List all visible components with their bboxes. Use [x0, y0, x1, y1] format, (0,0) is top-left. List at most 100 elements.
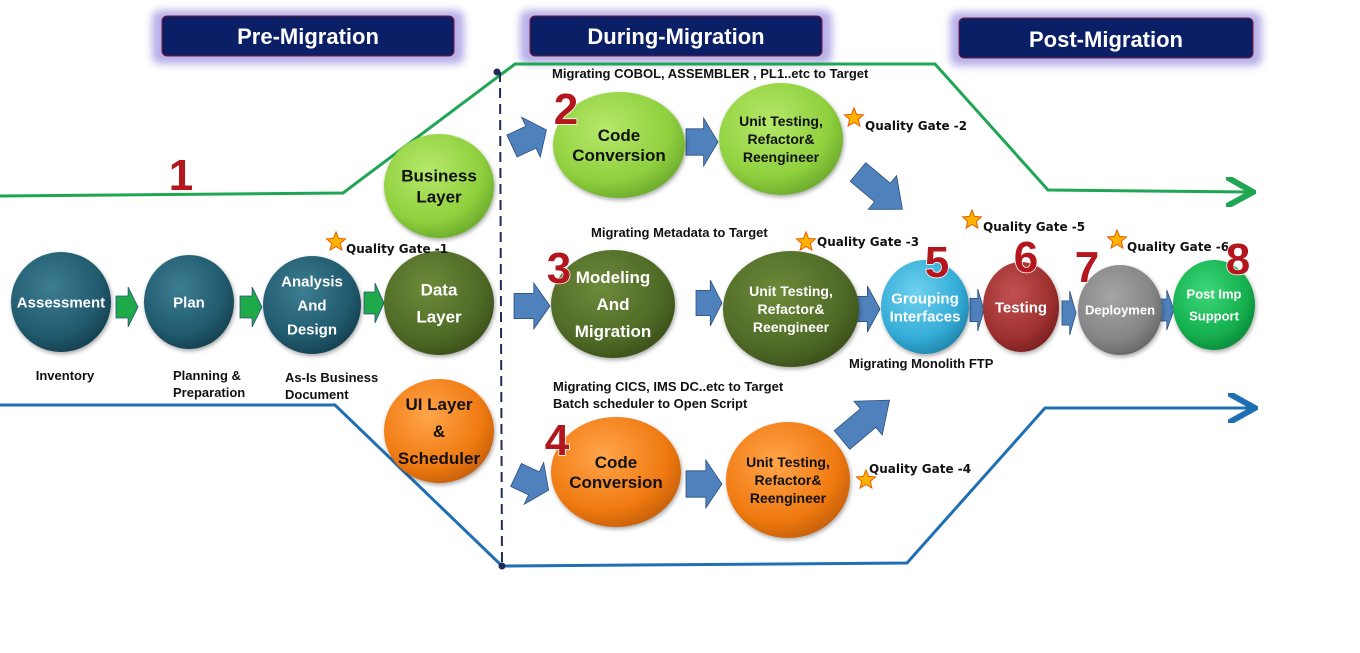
- node-label: Layer: [416, 187, 462, 206]
- quality-gate-3: Quality Gate -3: [795, 230, 919, 252]
- step-number-6: 6: [1014, 233, 1038, 282]
- phase-title: During-Migration: [587, 24, 764, 49]
- node-label: UI Layer: [405, 395, 472, 414]
- arrow-analysis-to-data: [363, 282, 385, 324]
- phase-title: Pre-Migration: [237, 24, 379, 49]
- quality-gate-4: Quality Gate -4: [855, 462, 971, 490]
- arrow-to-code-conversion-1: [506, 116, 547, 159]
- node-label: Conversion: [569, 473, 663, 492]
- node-label: Reengineer: [743, 149, 820, 165]
- node-label: Conversion: [572, 146, 666, 165]
- arrow-testing-to-deployment: [1061, 290, 1077, 336]
- node-label: Modeling: [576, 268, 651, 287]
- note-monolith: Migrating Monolith FTP: [849, 356, 994, 371]
- node-circle: [1078, 265, 1162, 355]
- star-icon: [1106, 228, 1128, 250]
- star-icon: [795, 230, 817, 252]
- node-label: Migration: [575, 322, 652, 341]
- node-circle: [551, 250, 675, 358]
- node-label: Code: [598, 126, 641, 145]
- node-label: Refactor&: [755, 472, 822, 488]
- node-label: &: [433, 422, 445, 441]
- quality-gate-2: Quality Gate -2: [843, 106, 967, 133]
- divider-endpoint-bottom: [498, 562, 506, 570]
- node-label: And: [297, 297, 326, 314]
- node-label: Data: [421, 280, 458, 299]
- node-unit-testing-1: Unit Testing, Refactor&Reengineer: [719, 83, 843, 195]
- arrow-modeling-to-unit2: [695, 279, 723, 327]
- node-label: Grouping: [891, 290, 959, 307]
- step-number-1: 1: [169, 151, 193, 200]
- node-label: Unit Testing,: [749, 283, 833, 299]
- node-testing: Testing: [983, 262, 1059, 352]
- step-number-7: 7: [1075, 243, 1099, 292]
- node-ui-layer: UI Layer&Scheduler: [384, 379, 494, 483]
- node-circle: [144, 255, 234, 349]
- node-circle: [553, 92, 685, 198]
- flow-arrows: [115, 116, 1175, 510]
- arrow-code2-to-unit3: [685, 458, 723, 510]
- node-deployment: Deploymen: [1078, 265, 1162, 355]
- node-label: Post Imp: [1187, 287, 1242, 302]
- lower-boundary-line: [0, 405, 1252, 568]
- note-cobol: Migrating COBOL, ASSEMBLER , PL1..etc to…: [552, 66, 869, 81]
- node-circle: [263, 256, 361, 354]
- header-box: [161, 15, 455, 57]
- node-label: Reengineer: [750, 490, 827, 506]
- node-label: Business: [401, 166, 477, 185]
- quality-gate-label: Quality Gate -2: [865, 119, 967, 133]
- arrow-code1-to-unit1: [685, 116, 719, 168]
- node-circle: [551, 417, 681, 527]
- node-circle: [723, 251, 859, 367]
- arrow-to-modeling: [513, 281, 551, 331]
- quality-gate-1: Quality Gate -1: [325, 230, 448, 256]
- node-label: Testing: [995, 299, 1047, 316]
- note-planning-line2: Preparation: [173, 385, 245, 400]
- node-label: Refactor&: [748, 131, 815, 147]
- arrow-plan-to-analysis: [239, 286, 263, 328]
- arrow-unit3-to-grouping: [833, 399, 890, 450]
- quality-gate-6: Quality Gate -6: [1106, 228, 1229, 254]
- step-number-5: 5: [925, 238, 949, 287]
- step-number-3: 3: [547, 244, 571, 293]
- node-label: Reengineer: [753, 319, 830, 335]
- phase-title: Post-Migration: [1029, 27, 1183, 52]
- arrow-unit1-to-grouping: [849, 162, 903, 210]
- node-circle: [11, 252, 111, 352]
- node-label: Unit Testing,: [746, 454, 830, 470]
- note-asis-line1: As-Is Business: [285, 370, 378, 385]
- note-metadata: Migrating Metadata to Target: [591, 225, 768, 240]
- node-label: Unit Testing,: [739, 113, 823, 129]
- note-cics-line2: Batch scheduler to Open Script: [553, 396, 748, 411]
- node-label: Analysis: [281, 273, 343, 290]
- node-label: Assessment: [17, 294, 105, 311]
- note-cics-line1: Migrating CICS, IMS DC..etc to Target: [553, 379, 784, 394]
- star-icon: [325, 230, 347, 252]
- node-circle: [983, 262, 1059, 352]
- quality-gate-5: Quality Gate -5: [961, 208, 1085, 234]
- node-label: Layer: [416, 307, 462, 326]
- node-label: Code: [595, 453, 638, 472]
- node-circle: [384, 134, 494, 238]
- step-number-4: 4: [545, 416, 570, 465]
- phase-divider: [499, 71, 503, 567]
- node-label: Design: [287, 321, 337, 338]
- node-label: Support: [1189, 309, 1239, 324]
- node-label: And: [596, 295, 629, 314]
- note-asis-line2: Document: [285, 387, 349, 402]
- node-circle: [384, 251, 494, 355]
- node-circle: [384, 379, 494, 483]
- node-label: Interfaces: [890, 308, 961, 325]
- node-circle: [881, 260, 969, 354]
- node-circle: [726, 422, 850, 538]
- node-plan: Plan: [144, 255, 234, 349]
- phase-header-during: During-Migration: [520, 10, 832, 64]
- phase-header-pre: Pre-Migration: [152, 10, 464, 64]
- node-circle: [719, 83, 843, 195]
